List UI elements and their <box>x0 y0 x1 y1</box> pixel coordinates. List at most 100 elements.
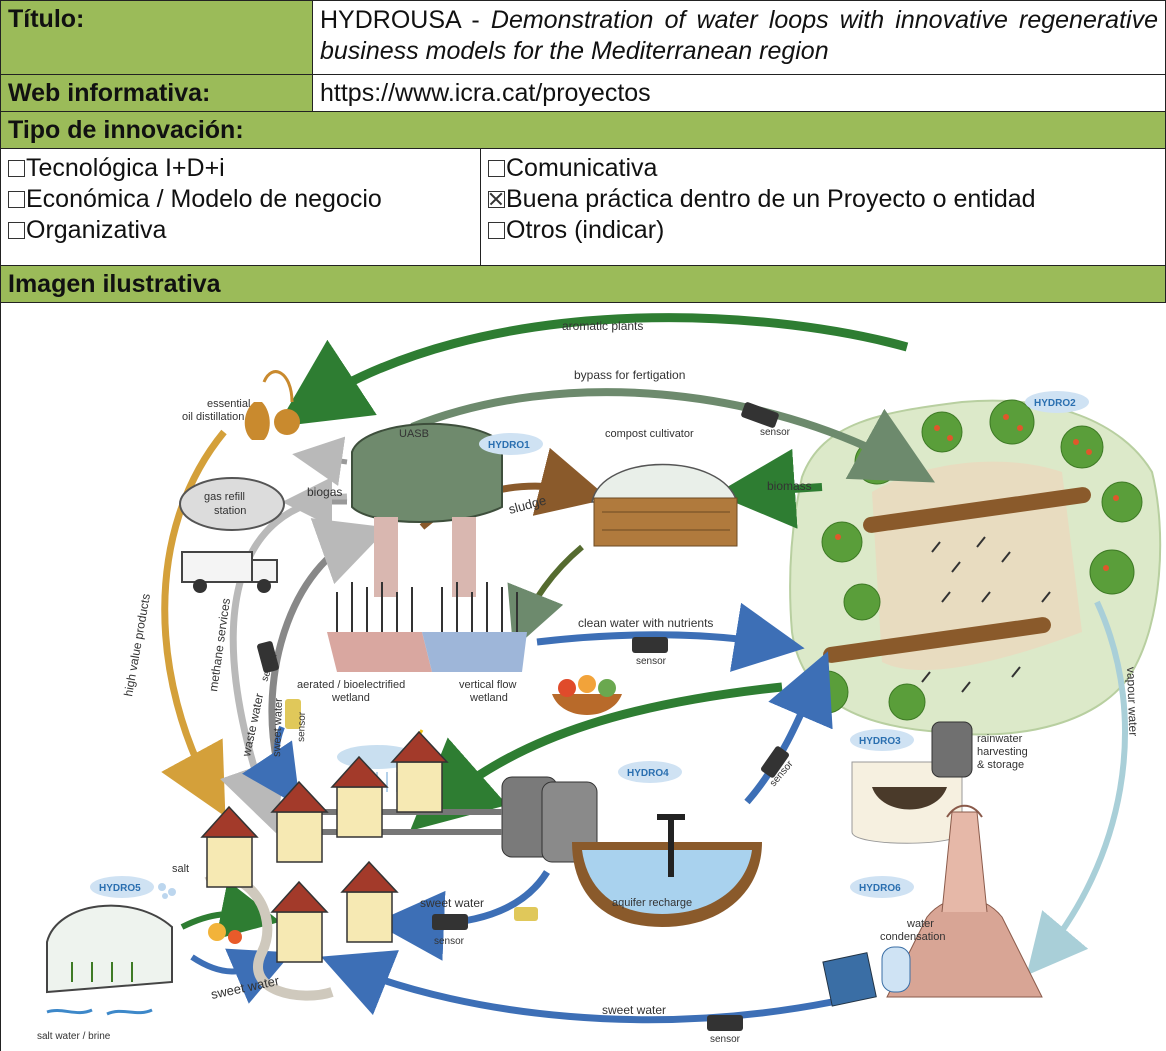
arrow-sensor-up <box>744 651 833 805</box>
hydro-badges: HYDRO1 HYDRO2 HYDRO3 HYDRO4 HYDRO5 HYDRO… <box>90 391 1089 898</box>
arrow-aromatic-plants <box>276 313 909 427</box>
label-gas-refill: gas refill <box>204 491 245 503</box>
condensation-tower <box>822 804 1043 1007</box>
innovacion-header-row: Tipo de innovación: <box>0 111 1166 149</box>
oil-distillation <box>244 370 300 440</box>
label-station: station <box>214 505 246 517</box>
option-buena-practica[interactable]: Buena práctica dentro de un Proyecto o e… <box>488 184 1158 215</box>
label-clean-water: clean water with nutrients <box>578 616 713 630</box>
label-sensor-2: sensor <box>636 656 667 667</box>
option-otros[interactable]: Otros (indicar) <box>488 215 1158 246</box>
titulo-row: Título: HYDROUSA - Demonstration of wate… <box>0 0 1166 75</box>
label-biogas: biogas <box>307 485 342 499</box>
imagen-label: Imagen ilustrativa <box>0 265 1166 303</box>
arrow-sweet-water-vertical <box>242 725 301 807</box>
label-salt: salt <box>172 863 189 875</box>
web-link[interactable]: https://www.icra.cat/proyectos <box>312 74 1166 112</box>
salt-dots <box>158 883 176 899</box>
rainwater-storage <box>851 721 973 844</box>
hydro4-badge: HYDRO4 <box>627 768 669 779</box>
web-row: Web informativa: https://www.icra.cat/pr… <box>0 74 1166 112</box>
label-storage: & storage <box>977 759 1024 771</box>
hydrousa-diagram: HYDRO1 HYDRO2 HYDRO3 HYDRO4 HYDRO5 HYDRO… <box>37 313 1162 1045</box>
label-aromatic-plants: aromatic plants <box>562 319 643 333</box>
label-sensor-4: sensor <box>296 711 308 742</box>
village-houses <box>200 730 449 1001</box>
label-vapour-water: vapour water <box>1124 667 1140 737</box>
arrow-greenhouse <box>180 880 281 940</box>
label-sweet-water-vertical: sweet water <box>271 698 285 757</box>
innovacion-col-right: Comunicativa Buena práctica dentro de un… <box>480 148 1166 266</box>
label-sweet-water-curve: sweet water <box>210 973 282 1002</box>
option-organizativa[interactable]: Organizativa <box>8 215 473 246</box>
arrow-sweet-water-bottom <box>320 950 833 1024</box>
label-oil-distillation: oil distillation <box>182 411 244 423</box>
titulo-label: Título: <box>0 0 313 75</box>
uasb-tank <box>351 422 503 597</box>
gas-refill-station <box>179 477 285 593</box>
label-aerated: aerated / bioelectrified <box>297 679 405 691</box>
label-rainwater: rainwater <box>977 733 1023 745</box>
sensor-icons <box>257 402 789 1031</box>
titulo-italic: Demonstration of water loops with innova… <box>320 6 1158 65</box>
arrow-vapour-water <box>1026 600 1129 976</box>
label-aquifer-recharge: aquifer recharge <box>612 897 692 909</box>
imagen-area: HYDRO1 HYDRO2 HYDRO3 HYDRO4 HYDRO5 HYDRO… <box>0 302 1166 1051</box>
compost-cultivator <box>591 463 739 547</box>
checkbox-icon[interactable] <box>488 160 505 177</box>
checkbox-icon[interactable] <box>8 222 25 239</box>
innovacion-label: Tipo de innovación: <box>0 111 1166 149</box>
titulo-value: HYDROUSA - Demonstration of water loops … <box>312 0 1166 75</box>
greenhouse <box>46 904 242 1016</box>
object-labels: essential oil distillation UASB compost … <box>37 398 1028 1042</box>
option-economica[interactable]: Económica / Modelo de negocio <box>8 184 473 215</box>
hydro6-badge: HYDRO6 <box>859 883 901 894</box>
label-aerated-wetland: wetland <box>331 692 370 704</box>
innovacion-col-left: Tecnológica I+D+i Económica / Modelo de … <box>0 148 481 266</box>
option-label: Organizativa <box>26 216 167 244</box>
hydro1-badge: HYDRO1 <box>488 440 530 451</box>
garden-hydro2 <box>789 399 1162 736</box>
hydro5-badge: HYDRO5 <box>99 883 141 894</box>
label-biomass: biomass <box>767 479 812 493</box>
label-salt-water: salt water / brine <box>37 1031 111 1042</box>
label-compost: compost cultivator <box>605 428 694 440</box>
label-water: water <box>906 918 934 930</box>
aquifer <box>572 814 762 927</box>
checkbox-icon[interactable] <box>488 222 505 239</box>
label-sludge: sludge <box>507 492 548 516</box>
wetlands <box>327 582 527 761</box>
option-comunicativa[interactable]: Comunicativa <box>488 153 1158 184</box>
option-tecnologica[interactable]: Tecnológica I+D+i <box>8 153 473 184</box>
option-label: Buena práctica dentro de un Proyecto o e… <box>506 185 1036 213</box>
arrow-food <box>409 682 783 831</box>
option-label: Comunicativa <box>506 154 658 182</box>
label-sweet-water-mid: sweet water <box>420 896 484 910</box>
label-condensation: condensation <box>880 931 945 943</box>
titulo-prefix: HYDROUSA - <box>320 6 491 34</box>
arrow-uasb-oil <box>292 436 348 486</box>
option-label: Tecnológica I+D+i <box>26 154 225 182</box>
web-label: Web informativa: <box>0 74 313 112</box>
checkbox-checked-icon[interactable] <box>488 191 505 208</box>
food-basket <box>552 675 622 715</box>
arrow-high-value-products <box>161 429 227 817</box>
option-label: Otros (indicar) <box>506 216 665 244</box>
label-uasb: UASB <box>399 428 429 440</box>
arrow-sweet-water-curve <box>374 870 550 961</box>
label-bypass-fertigation: bypass for fertigation <box>574 368 685 382</box>
checkbox-icon[interactable] <box>8 191 25 208</box>
label-essential: essential <box>207 398 250 410</box>
label-harvesting: harvesting <box>977 746 1028 758</box>
checkbox-icon[interactable] <box>8 160 25 177</box>
hydro3-badge: HYDRO3 <box>859 736 901 747</box>
imagen-header-row: Imagen ilustrativa <box>0 265 1166 303</box>
arrow-biomass <box>715 448 823 529</box>
label-vertical-flow: vertical flow <box>459 679 517 691</box>
arrow-compost-down <box>507 544 584 650</box>
arrow-clean-water <box>536 602 805 672</box>
label-sensor-6: sensor <box>434 936 465 947</box>
label-sensor-7: sensor <box>710 1034 741 1045</box>
label-methane-services: methane services <box>206 597 233 692</box>
